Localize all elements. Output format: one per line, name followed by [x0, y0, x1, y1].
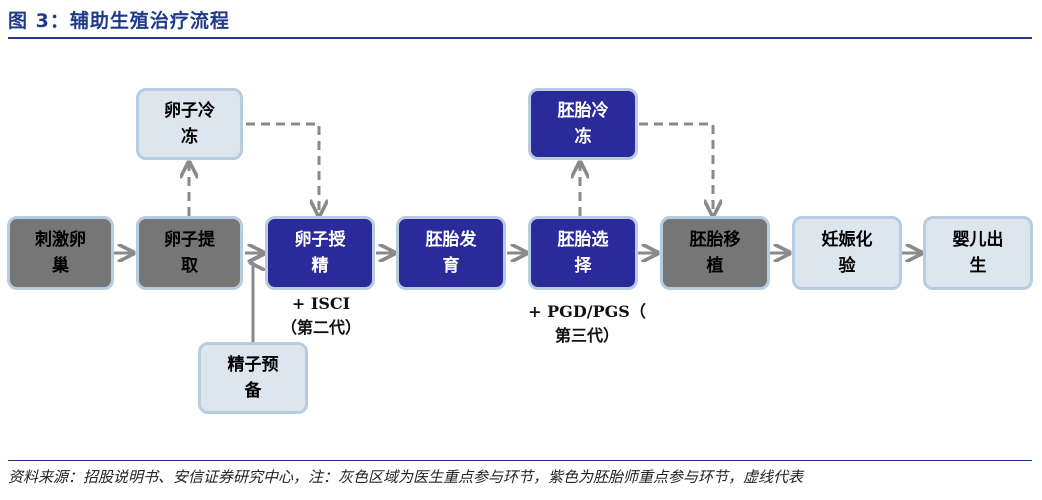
arrow-embryo-freezing-to-transfer: [639, 122, 713, 214]
figure-title: 图 3：辅助生殖治疗流程: [8, 10, 230, 32]
node-label: 刺激卵巢: [35, 229, 86, 276]
node-birth: 婴儿出生: [923, 216, 1033, 290]
pgd-note-line2: 第三代）: [554, 326, 619, 345]
node-embryo-transfer: 胚胎移植: [660, 216, 770, 290]
pgd-note: + PGD/PGS（ 第三代）: [512, 300, 662, 348]
arrow-egg-freezing-to-fert: [246, 122, 319, 214]
node-label: 胚胎冷冻: [557, 100, 609, 147]
node-pregnancy-test: 妊娠化验: [792, 216, 902, 290]
isci-note-line1: + ISCI: [291, 294, 351, 313]
footer-divider: [8, 460, 1032, 461]
node-sperm-prep: 精子预备: [198, 342, 308, 414]
source-footnote: 资料来源：招股说明书、安信证券研究中心，注：灰色区域为医生重点参与环节，紫色为胚…: [8, 468, 804, 486]
node-label: 婴儿出生: [952, 229, 1004, 276]
node-embryo-development: 胚胎发育: [396, 216, 506, 290]
node-egg-retrieval: 卵子提取: [136, 216, 243, 290]
node-label: 胚胎发育: [425, 229, 477, 276]
node-label: 卵子提取: [164, 229, 215, 276]
node-egg-freezing: 卵子冷冻: [136, 88, 243, 160]
node-embryo-freezing: 胚胎冷冻: [528, 88, 638, 160]
node-label: 胚胎选择: [557, 229, 609, 276]
isci-note-line2: （第二代）: [280, 318, 361, 337]
node-label: 卵子授精: [294, 229, 346, 276]
isci-note: + ISCI （第二代）: [258, 292, 384, 340]
pgd-note-line1: + PGD/PGS（: [528, 302, 646, 321]
node-label: 精子预备: [227, 354, 279, 401]
node-label: 胚胎移植: [689, 229, 741, 276]
node-label: 妊娠化验: [821, 229, 873, 276]
title-divider: [8, 37, 1032, 39]
node-fertilization: 卵子授精: [265, 216, 375, 290]
node-embryo-selection: 胚胎选择: [528, 216, 638, 290]
node-ovarian-stimulation: 刺激卵巢: [7, 216, 114, 290]
node-label: 卵子冷冻: [164, 100, 215, 147]
